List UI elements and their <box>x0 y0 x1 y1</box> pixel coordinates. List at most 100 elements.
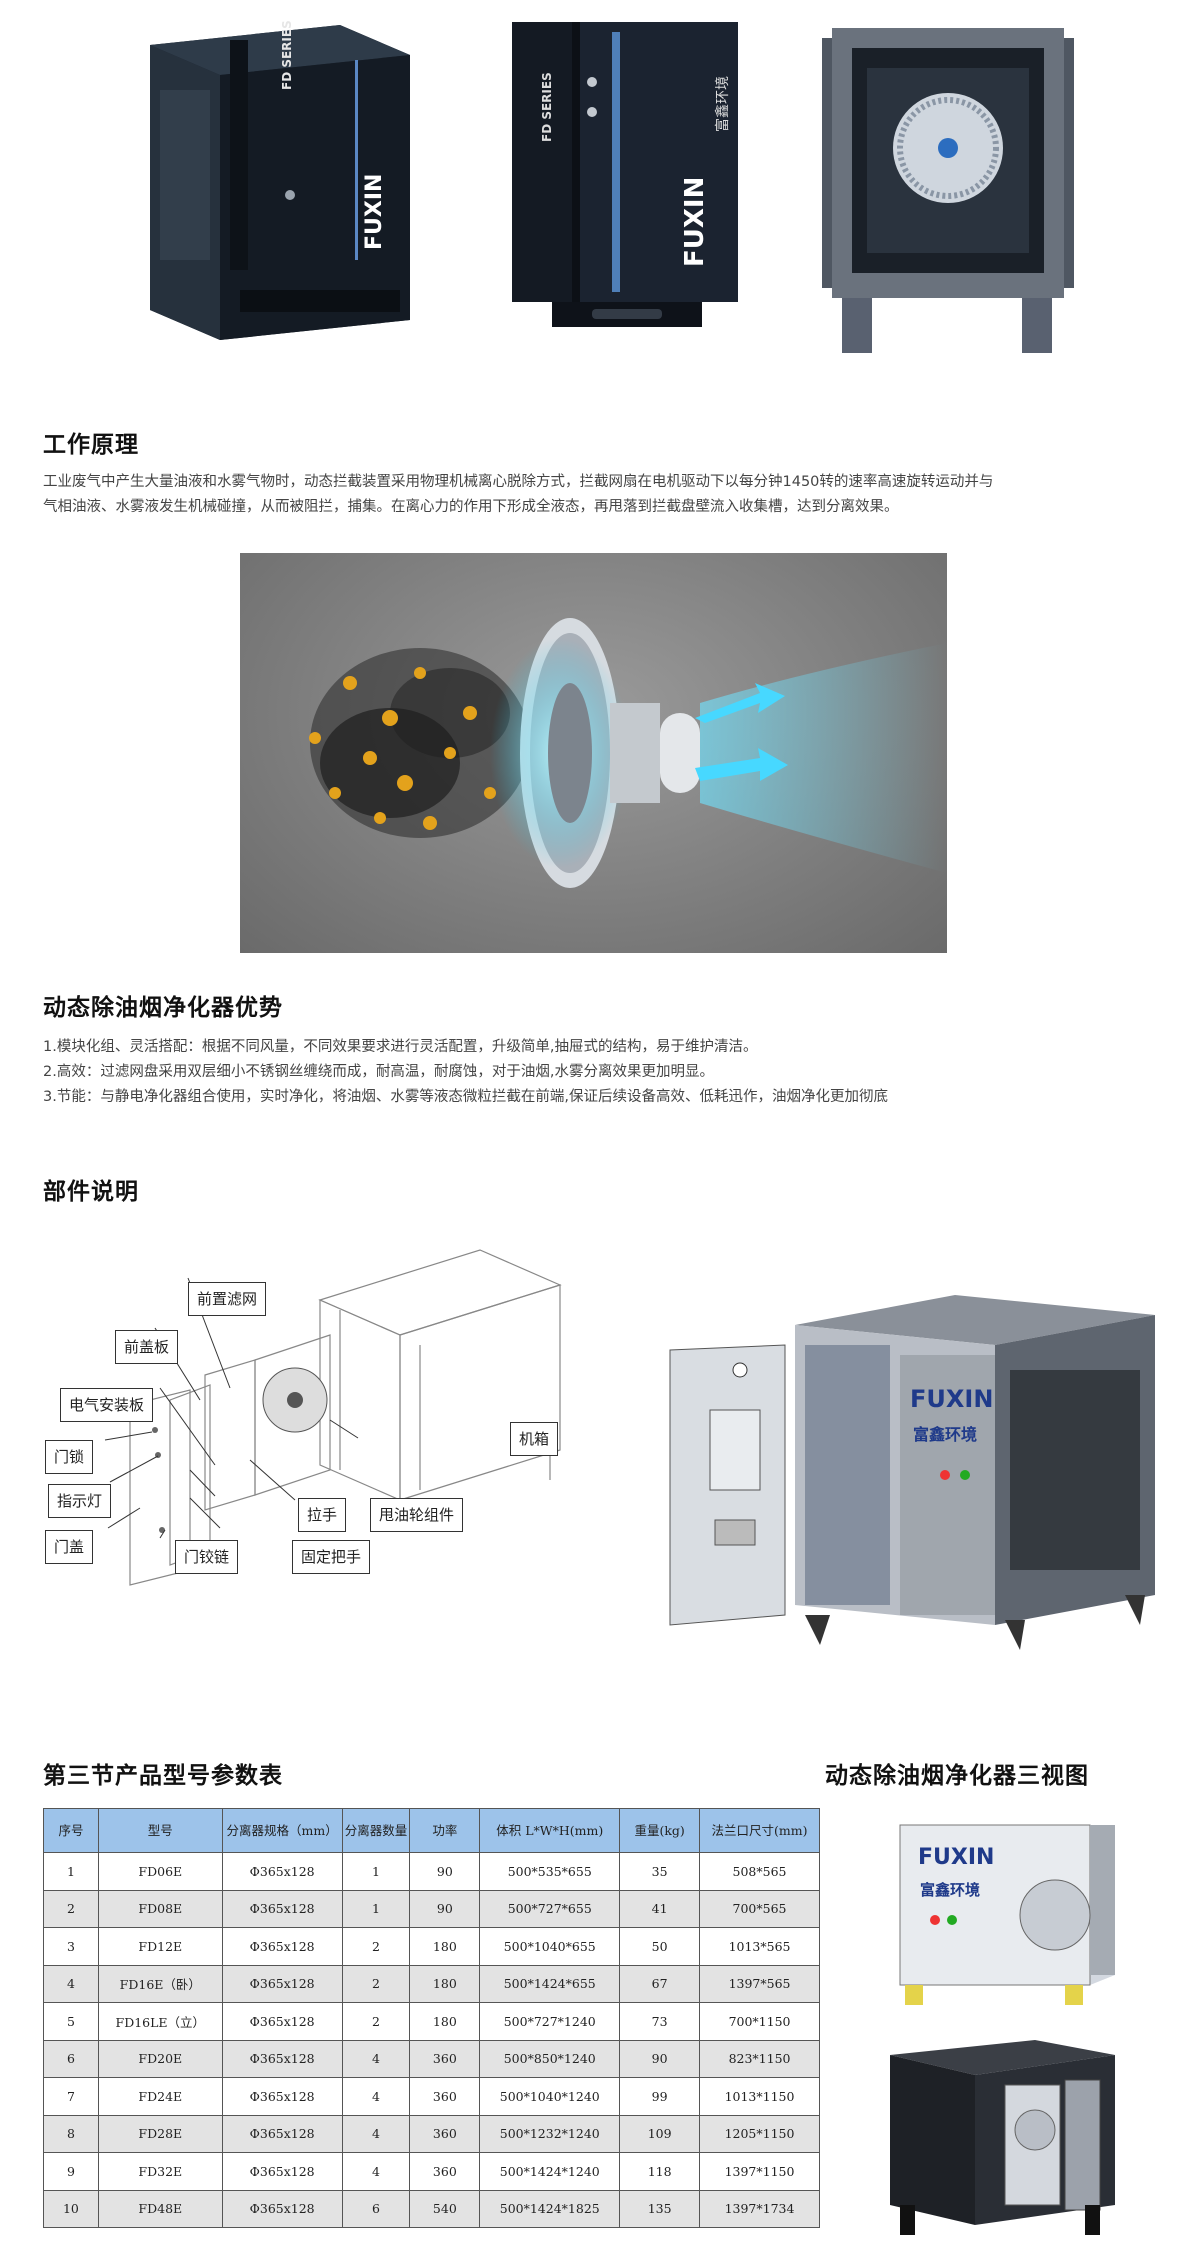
cell-model: FD08E <box>97 1889 223 1928</box>
series-label: FD SERIES <box>280 20 294 90</box>
cell-separator-spec: Φ365x128 <box>221 1889 343 1928</box>
cell-power: 360 <box>409 2077 481 2116</box>
cell-model: FD12E <box>97 1927 223 1966</box>
cell-power: 360 <box>409 2039 481 2078</box>
cell-volume: 500*1424*1240 <box>479 2152 621 2191</box>
label-cabinet: 机箱 <box>510 1422 559 1456</box>
advantage-item-1: 1.模块化组、灵活搭配：根据不同风量，不同效果要求进行灵活配置，升级简单,抽屉式… <box>43 1039 758 1055</box>
cell-flange: 1397*565 <box>699 1964 820 2003</box>
cell-power: 360 <box>409 2114 481 2153</box>
header-volume: 体积 L*W*H(mm) <box>479 1808 621 1853</box>
cell-flange: 823*1150 <box>699 2039 820 2078</box>
cell-index: 1 <box>43 1852 99 1891</box>
cell-separator-spec: Φ365x128 <box>221 2039 343 2078</box>
cell-index: 2 <box>43 1889 99 1928</box>
cell-flange: 508*565 <box>699 1852 820 1891</box>
cell-weight: 135 <box>619 2189 701 2228</box>
cell-flange: 700*565 <box>699 1889 820 1928</box>
label-pull-handle: 拉手 <box>298 1498 347 1532</box>
label-door-lock: 门锁 <box>45 1440 94 1474</box>
cell-volume: 500*535*655 <box>479 1852 621 1891</box>
cell-flange: 1013*565 <box>699 1927 820 1966</box>
render-logo-cn: 富鑫环境 <box>913 1425 978 1444</box>
cell-weight: 50 <box>619 1927 701 1966</box>
cell-index: 3 <box>43 1927 99 1966</box>
cell-flange: 1205*1150 <box>699 2114 820 2153</box>
cell-index: 10 <box>43 2189 99 2228</box>
spec-table: 序号 型号 分离器规格（mm） 分离器数量 功率 体积 L*W*H(mm) 重量… <box>43 1808 820 2228</box>
brand-logo: FUXIN <box>362 173 387 250</box>
view-logo-cn: 富鑫环境 <box>920 1881 981 1899</box>
cell-weight: 118 <box>619 2152 701 2191</box>
cell-separator-count: 4 <box>341 2152 411 2191</box>
cell-separator-spec: Φ365x128 <box>221 1927 343 1966</box>
view-logo-en: FUXIN <box>918 1845 995 1870</box>
cell-separator-count: 2 <box>341 1927 411 1966</box>
cell-separator-spec: Φ365x128 <box>221 1964 343 2003</box>
cell-separator-count: 1 <box>341 1852 411 1891</box>
product-photo-open <box>822 28 1074 358</box>
cell-volume: 500*1424*1825 <box>479 2189 621 2228</box>
cell-weight: 73 <box>619 2002 701 2041</box>
cell-model: FD06E <box>97 1852 223 1891</box>
cell-weight: 67 <box>619 1964 701 2003</box>
label-door-hinge: 门铰链 <box>175 1540 239 1574</box>
cell-index: 7 <box>43 2077 99 2116</box>
header-power: 功率 <box>409 1808 481 1853</box>
cell-flange: 1013*1150 <box>699 2077 820 2116</box>
cell-power: 540 <box>409 2189 481 2228</box>
header-flange: 法兰口尺寸(mm) <box>699 1808 820 1853</box>
cell-volume: 500*1040*655 <box>479 1927 621 1966</box>
principle-line-2: 气相油液、水雾液发生机械碰撞，从而被阻拦，捕集。在离心力的作用下形成全液态，再甩… <box>43 499 899 515</box>
cell-volume: 500*727*1240 <box>479 2002 621 2041</box>
cell-volume: 500*1424*655 <box>479 1964 621 2003</box>
cell-power: 180 <box>409 1964 481 2003</box>
cell-model: FD28E <box>97 2114 223 2153</box>
cell-separator-count: 4 <box>341 2114 411 2153</box>
spec-header-row: 序号 型号 分离器规格（mm） 分离器数量 功率 体积 L*W*H(mm) 重量… <box>43 1808 820 1853</box>
header-weight: 重量(kg) <box>619 1808 701 1853</box>
cell-flange: 1397*1734 <box>699 2189 820 2228</box>
cell-separator-spec: Φ365x128 <box>221 2189 343 2228</box>
cell-volume: 500*850*1240 <box>479 2039 621 2078</box>
advantage-item-2: 2.高效：过滤网盘采用双层细小不锈钢丝缠绕而成，耐高温，耐腐蚀，对于油烟,水雾分… <box>43 1064 714 1080</box>
cell-index: 5 <box>43 2002 99 2041</box>
cell-separator-count: 6 <box>341 2189 411 2228</box>
label-electric-plate: 电气安装板 <box>60 1388 154 1422</box>
cell-model: FD20E <box>97 2039 223 2078</box>
brand-cn-front: 富鑫环境 <box>715 76 731 132</box>
views-title: 动态除油烟净化器三视图 <box>825 1763 1089 1789</box>
cell-flange: 700*1150 <box>699 2002 820 2041</box>
principle-line-1: 工业废气中产生大量油液和水雾气物时，动态拦截装置采用物理机械离心脱除方式，拦截网… <box>43 474 994 490</box>
cell-power: 90 <box>409 1852 481 1891</box>
exploded-diagram: 前置滤网 前盖板 电气安装板 门锁 指示灯 门盖 门铰链 固定把手 拉手 甩油轮… <box>40 1240 640 1670</box>
principle-title: 工作原理 <box>43 432 139 458</box>
series-label-front: FD SERIES <box>540 72 554 142</box>
separator-illustration <box>240 553 947 953</box>
label-front-filter: 前置滤网 <box>188 1282 267 1316</box>
spec-title: 第三节产品型号参数表 <box>43 1763 283 1789</box>
cell-volume: 500*1232*1240 <box>479 2114 621 2153</box>
product-photo-angled: FD SERIES FUXIN <box>130 20 420 340</box>
cell-separator-count: 4 <box>341 2039 411 2078</box>
header-separator-spec: 分离器规格（mm） <box>221 1808 343 1853</box>
label-indicator: 指示灯 <box>48 1484 112 1518</box>
cell-separator-spec: Φ365x128 <box>221 2077 343 2116</box>
cell-index: 4 <box>43 1964 99 2003</box>
three-view-front: FUXIN 富鑫环境 <box>890 1815 1120 2010</box>
label-fixed-handle: 固定把手 <box>292 1540 371 1574</box>
cell-volume: 500*1040*1240 <box>479 2077 621 2116</box>
cell-separator-spec: Φ365x128 <box>221 1852 343 1891</box>
cell-model: FD48E <box>97 2189 223 2228</box>
header-separator-count: 分离器数量 <box>341 1808 411 1853</box>
cell-index: 6 <box>43 2039 99 2078</box>
brand-logo-front: FUXIN <box>680 176 710 267</box>
header-index: 序号 <box>43 1808 99 1853</box>
